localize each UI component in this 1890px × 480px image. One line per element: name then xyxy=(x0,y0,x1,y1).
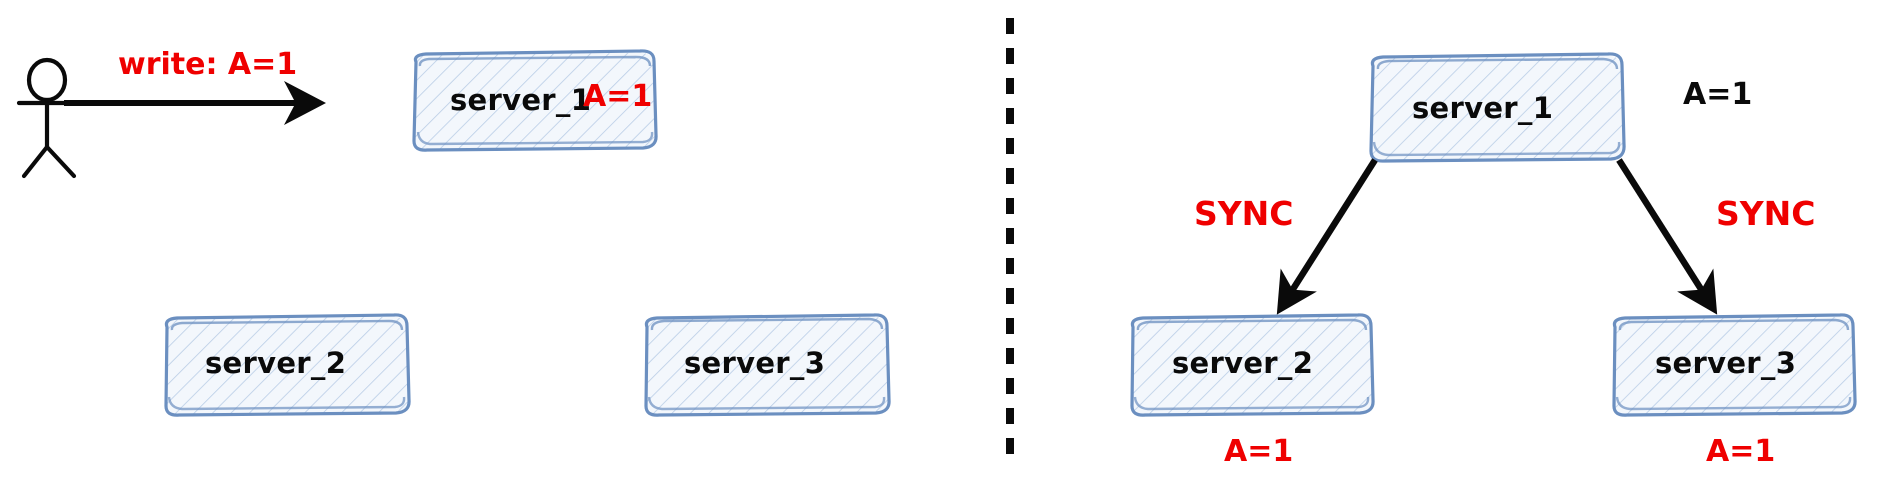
right-server-2-label: server_2 xyxy=(1172,346,1314,380)
right-server-1-label: server_1 xyxy=(1412,91,1554,125)
stick-figure-user-icon xyxy=(16,57,81,179)
left-server-2-label: server_2 xyxy=(205,346,347,380)
sync-arrow-right xyxy=(1616,158,1718,315)
left-server-3-box[interactable] xyxy=(644,313,891,417)
right-server-3-value: A=1 xyxy=(1706,434,1776,469)
right-server-1-box[interactable] xyxy=(1369,52,1626,163)
left-server-1-value: A=1 xyxy=(583,79,653,114)
sync-arrow-left-label: SYNC xyxy=(1194,194,1294,233)
left-server-2-box[interactable] xyxy=(164,313,411,417)
right-server-2-value: A=1 xyxy=(1224,434,1294,469)
sync-arrow-left xyxy=(1276,158,1378,315)
left-server-1-label: server_1 xyxy=(450,83,592,117)
right-server-2-box[interactable] xyxy=(1130,313,1375,417)
right-server-1-value: A=1 xyxy=(1683,77,1753,112)
right-server-3-box[interactable] xyxy=(1612,313,1857,417)
sync-arrow-right-label: SYNC xyxy=(1716,194,1816,233)
left-server-3-label: server_3 xyxy=(684,346,826,380)
left-server-1-box[interactable] xyxy=(412,49,658,152)
write-arrow-label: write: A=1 xyxy=(118,47,298,82)
right-server-3-label: server_3 xyxy=(1655,346,1797,380)
